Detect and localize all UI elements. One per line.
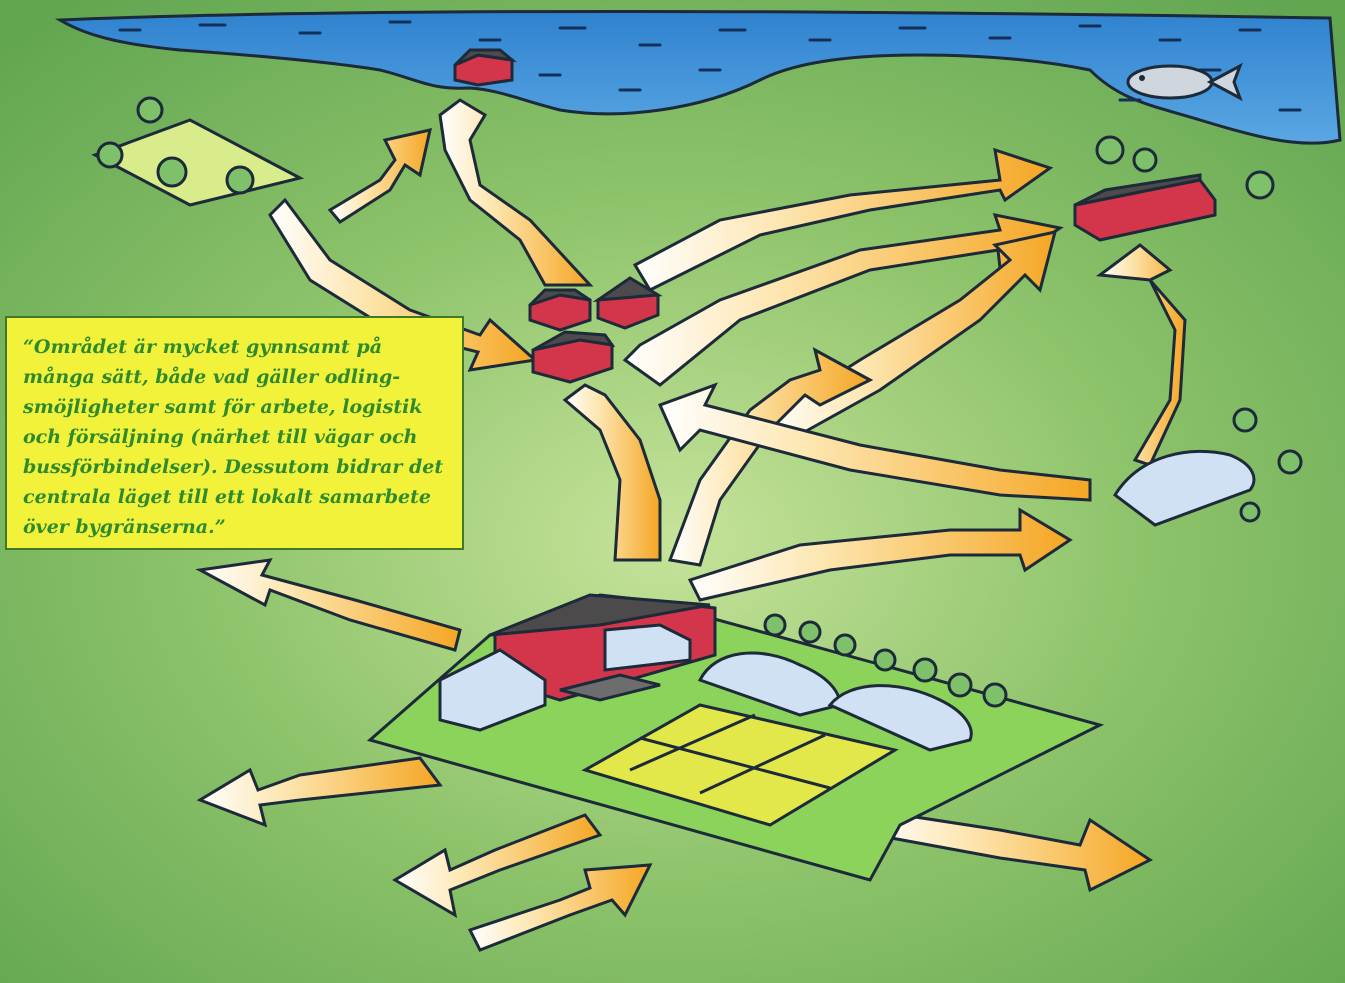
arrow-icon	[657, 382, 1092, 502]
arrows	[195, 98, 1187, 952]
barn-icon	[453, 48, 518, 87]
barn-icon	[1073, 173, 1217, 242]
tree-row	[763, 613, 1008, 708]
arrow-icon	[1096, 243, 1187, 467]
field-icon	[581, 703, 899, 827]
quote-line: bussförbindelser). Dessutom bidrar det	[23, 456, 444, 478]
arrow-icon	[438, 98, 594, 287]
quote-line: över bygränserna.”	[23, 516, 226, 538]
fish-icon	[1126, 62, 1243, 102]
arrow-icon	[268, 197, 539, 372]
arrow-icon	[195, 558, 462, 652]
arrow-icon	[632, 147, 1054, 292]
sea-waves	[118, 20, 1302, 112]
arrow-icon	[392, 813, 603, 918]
sea	[54, 9, 1342, 145]
arrow-icon	[687, 507, 1073, 602]
tree-icon	[1095, 135, 1303, 523]
arrow-icon	[562, 383, 662, 562]
greenhouse-icon	[697, 651, 973, 752]
farm-buildings	[438, 593, 717, 732]
arrow-icon	[667, 347, 874, 567]
quote-line: centrala läget till ett lokalt samarbete	[23, 486, 431, 508]
tree-icon	[96, 96, 255, 195]
arrow-icon	[868, 808, 1153, 893]
quote-line: och försäljning (närhet till vägar och	[23, 426, 418, 448]
arrow-icon	[196, 756, 443, 828]
quote-box: “Området är mycket gynnsamt på många sät…	[5, 316, 464, 550]
greenhouse-icon	[1112, 449, 1256, 527]
quote-line: “Området är mycket gynnsamt på	[23, 336, 383, 358]
quote-line: smöjligheter samt för arbete, logistik	[23, 396, 423, 418]
arrow-icon	[327, 128, 432, 224]
quote-line: många sätt, både vad gäller odling-	[23, 366, 401, 388]
house-cluster-center	[528, 276, 663, 384]
arrow-icon	[467, 863, 653, 952]
